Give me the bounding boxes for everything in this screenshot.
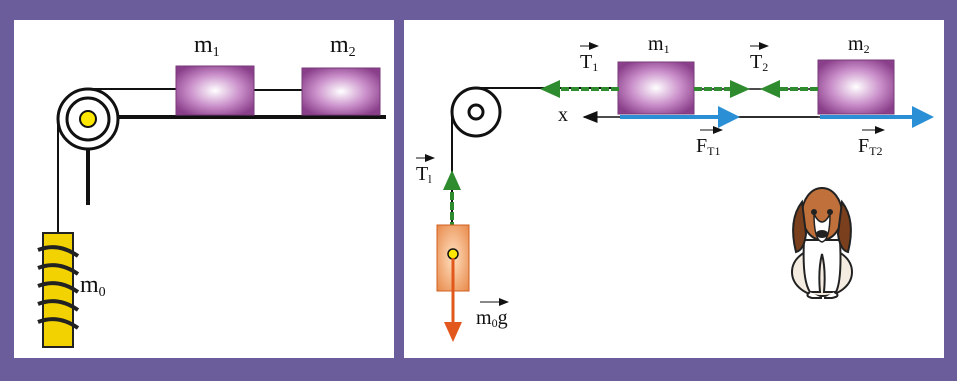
setup-diagram: m1 m2 m0	[37, 32, 386, 348]
tension-T1-reaction-arrow	[694, 80, 750, 98]
spring-weight-icon	[37, 232, 80, 348]
label-m1: m1	[194, 32, 220, 60]
tension-T2-arrow	[760, 80, 818, 98]
svg-text:FT2: FT2	[858, 135, 882, 158]
label-m2: m2	[848, 33, 870, 56]
tension-vertical-arrow	[443, 170, 461, 230]
gravity-arrow	[444, 258, 462, 342]
mass-m1-block	[617, 61, 695, 115]
friction-FT2-arrow	[820, 106, 934, 128]
svg-text:m1: m1	[648, 33, 670, 56]
pulley-icon	[56, 87, 120, 205]
label-m1: m1	[648, 33, 670, 56]
x-axis-label: x	[558, 104, 568, 126]
mass-m2-block	[817, 59, 895, 115]
svg-text:m0g: m0g	[476, 307, 508, 330]
hanging-mass-center	[447, 248, 459, 260]
free-body-panel: x	[404, 20, 944, 358]
label-m0g: m0g	[476, 298, 509, 330]
mass-m1-block	[175, 65, 255, 116]
svg-text:FT1: FT1	[696, 135, 720, 158]
basset-hound-icon	[791, 187, 853, 299]
free-body-diagram: x	[416, 33, 934, 342]
label-T1-top: T1	[580, 42, 599, 74]
label-m2: m2	[330, 32, 356, 60]
setup-panel: m1 m2 m0	[14, 20, 394, 358]
svg-text:T1: T1	[580, 51, 598, 74]
pulley-icon	[450, 86, 502, 138]
label-T-vertical: Tl	[416, 154, 435, 186]
label-T2: T2	[750, 42, 769, 74]
tension-T1-arrow	[540, 80, 619, 98]
svg-text:Tl: Tl	[416, 163, 432, 186]
friction-FT1-arrow	[620, 106, 740, 128]
label-FT2: FT2	[858, 126, 885, 158]
svg-text:T2: T2	[750, 51, 768, 74]
svg-text:m2: m2	[848, 33, 870, 56]
label-FT1: FT1	[696, 126, 723, 158]
mass-m2-block	[301, 67, 381, 116]
label-m0: m0	[80, 272, 106, 300]
